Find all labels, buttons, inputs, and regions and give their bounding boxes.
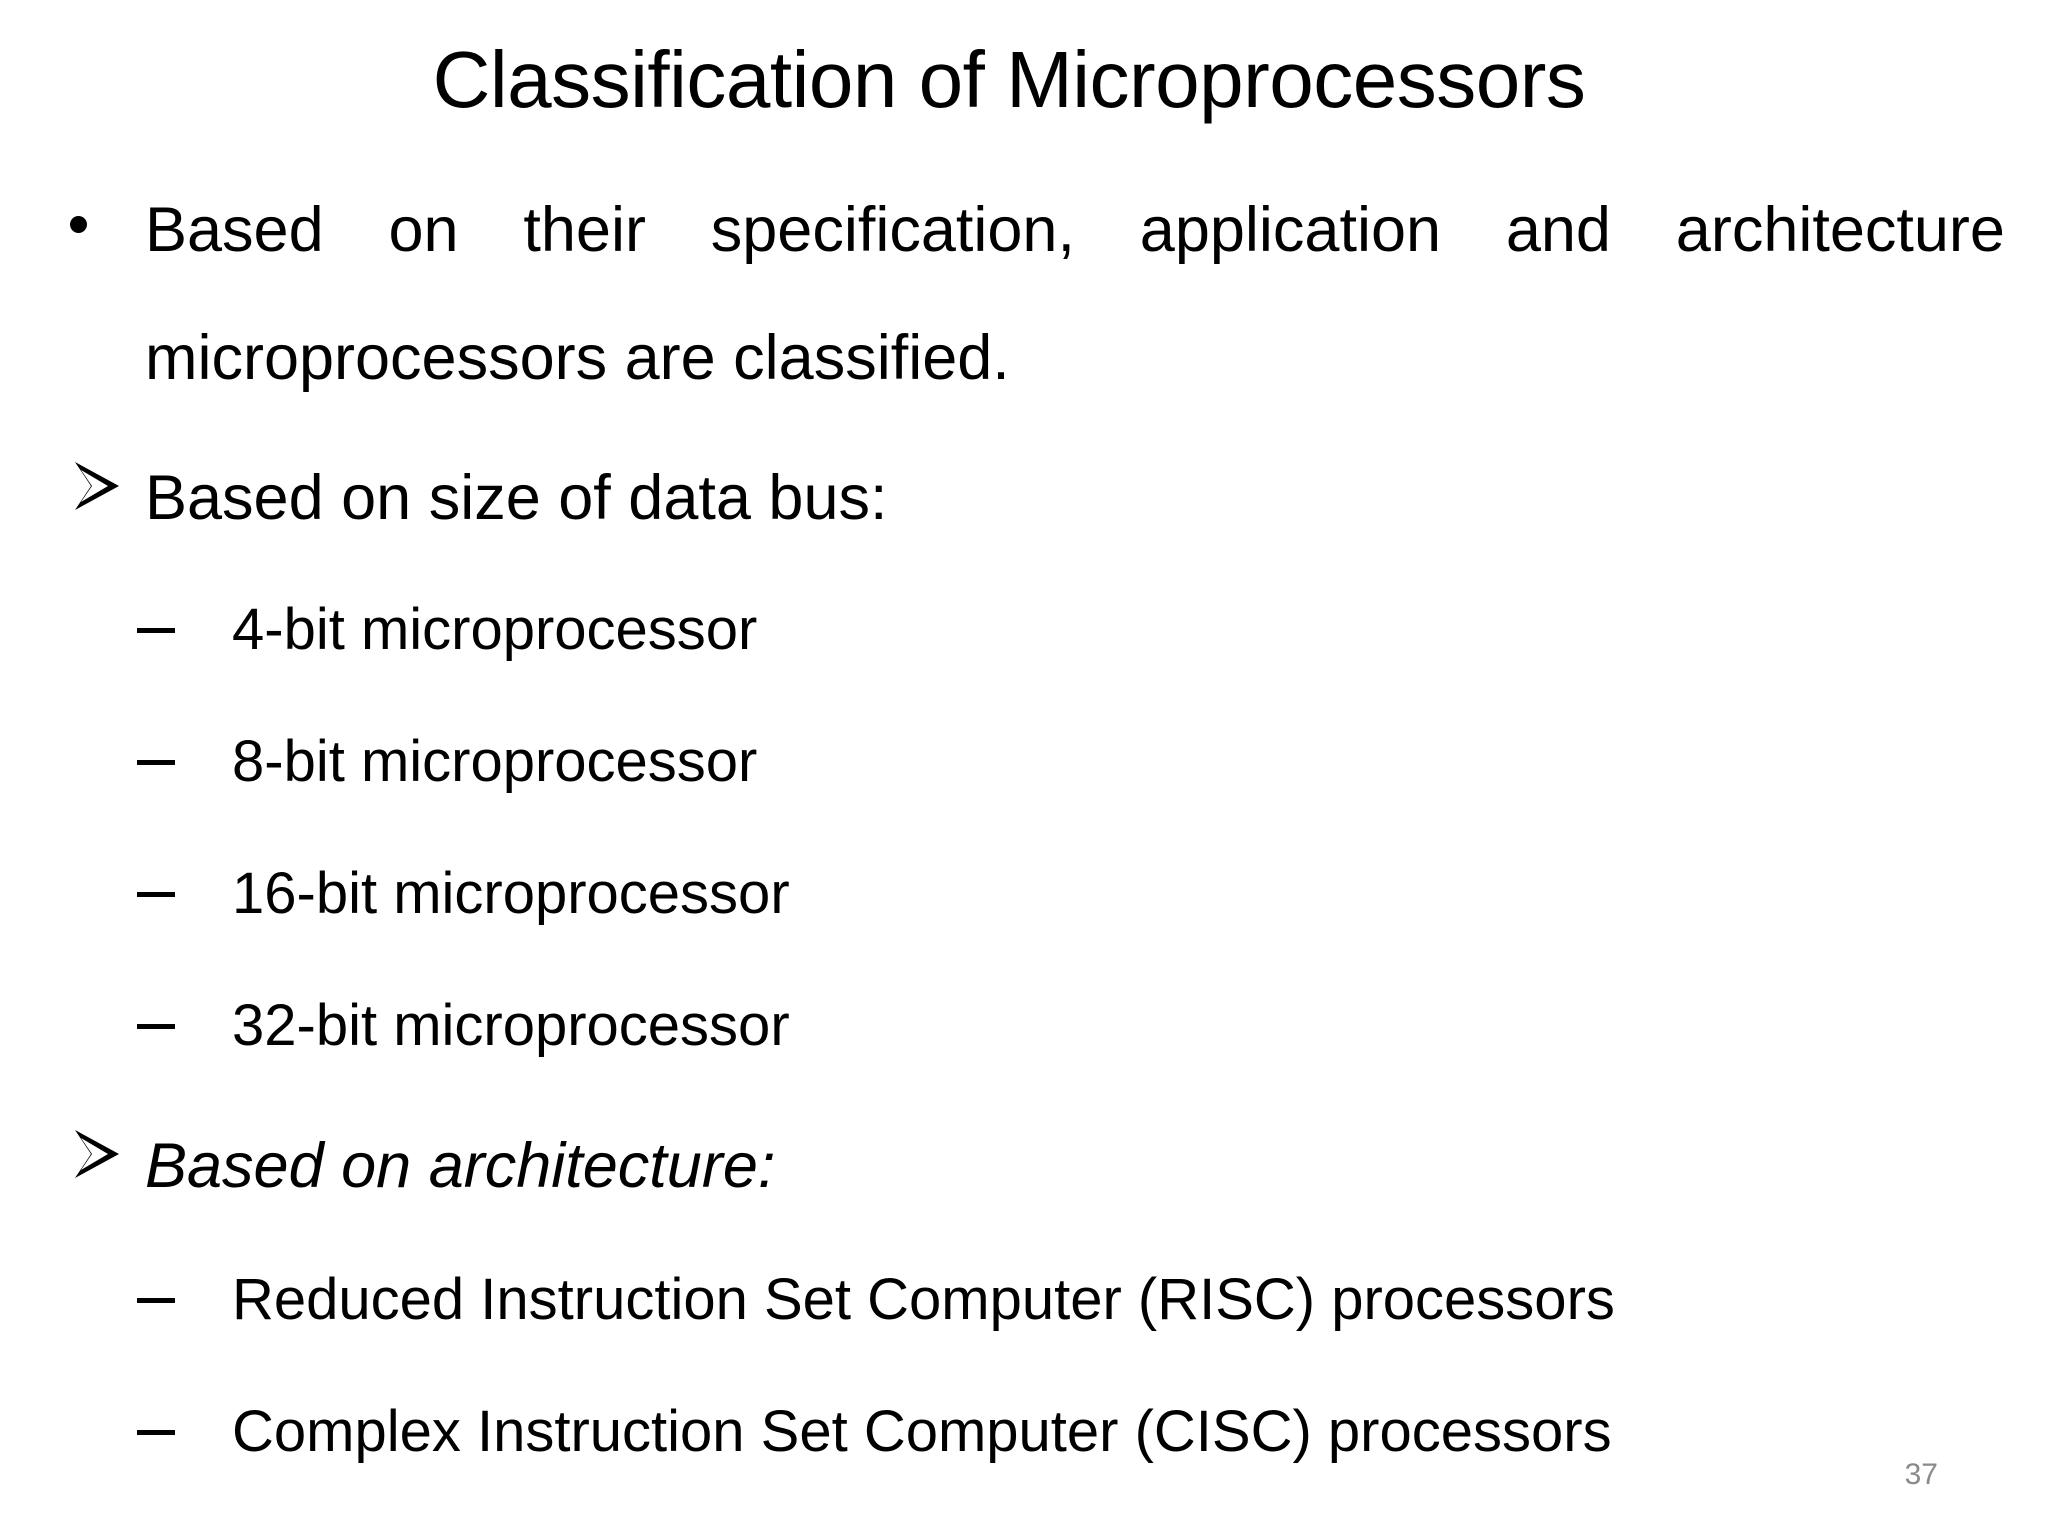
list-item: Complex Instruction Set Computer (CISC) … (232, 1399, 1612, 1464)
dash-bullet-icon (137, 628, 175, 633)
section-architecture-heading: Based on architecture: (145, 1131, 776, 1201)
dash-bullet-icon (137, 1298, 175, 1303)
arrow-bullet-icon (75, 462, 119, 510)
arrow-bullet-icon (75, 1130, 119, 1178)
page-number: 37 (1904, 1458, 1938, 1491)
intro-word: their (523, 195, 646, 265)
list-item: 4-bit microprocessor (232, 597, 758, 662)
dash-bullet-icon (137, 1024, 175, 1029)
intro-line-1: Based on their specification, applicatio… (145, 190, 2005, 270)
intro-word: and (1505, 195, 1611, 265)
intro-word: specification, (710, 195, 1075, 265)
intro-word: application (1139, 195, 1442, 265)
intro-word: architecture (1675, 195, 2005, 265)
slide-title: Classification of Microprocessors (432, 35, 1586, 124)
dash-bullet-icon (137, 760, 175, 765)
intro-word: Based (145, 195, 324, 265)
bullet-dot-icon (70, 216, 87, 233)
list-item: 8-bit microprocessor (232, 729, 758, 794)
intro-word: on (388, 195, 459, 265)
list-item: Reduced Instruction Set Computer (RISC) … (232, 1267, 1615, 1332)
dash-bullet-icon (137, 892, 175, 897)
dash-bullet-icon (137, 1430, 175, 1435)
section-data-bus-heading: Based on size of data bus: (145, 463, 888, 533)
intro-line-2: microprocessors are classified. (145, 323, 1010, 393)
list-item: 16-bit microprocessor (232, 861, 790, 926)
list-item: 32-bit microprocessor (232, 993, 790, 1058)
